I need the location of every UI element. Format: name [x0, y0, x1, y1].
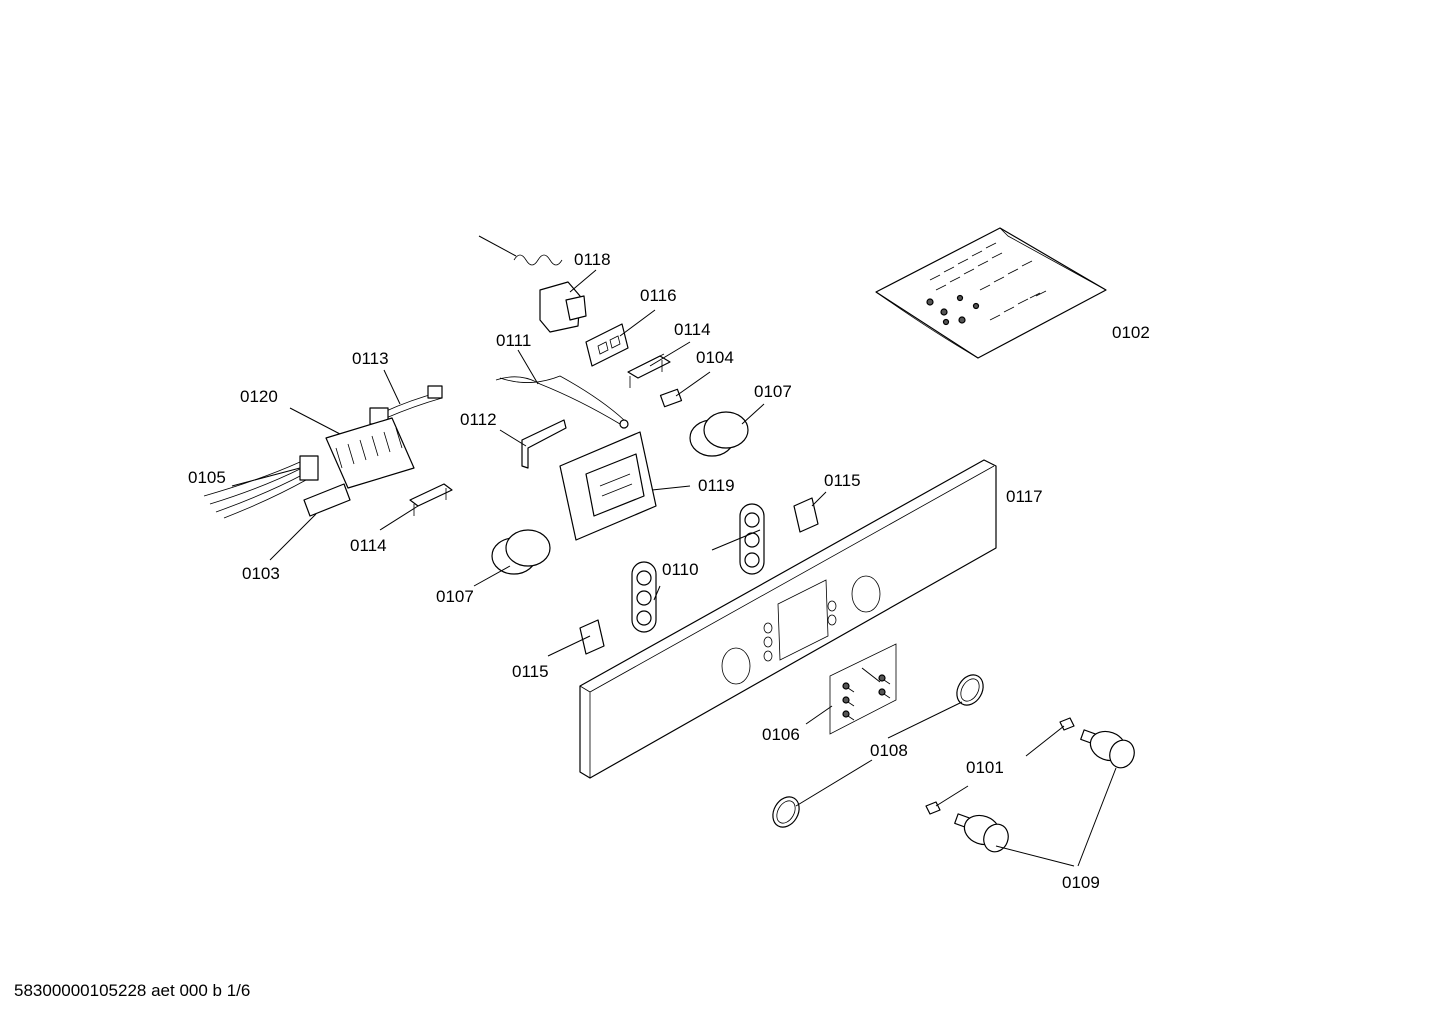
- part-0107-housing-lower: [491, 529, 551, 575]
- part-0115-switch-lower: [579, 619, 605, 655]
- part-0115-switch-upper: [793, 497, 819, 533]
- label-0106: 0106: [762, 725, 800, 744]
- label-0115-lower: 0115: [512, 662, 549, 681]
- part-0119-electronic-module: [559, 431, 657, 541]
- part-0116-bracket: [585, 323, 629, 367]
- part-0109-knob-lower: [954, 813, 1009, 853]
- label-0112: 0112: [460, 410, 497, 429]
- part-0113-connector: [369, 385, 443, 425]
- part-0110-button-strips: [631, 503, 765, 633]
- part-0120-terminal-block: [325, 417, 415, 489]
- part-0118-thermostat: [478, 235, 587, 333]
- label-0107-upper: 0107: [754, 382, 792, 401]
- part-labels: 0118 0116 0114 0104 0111 0113 0120 0112 …: [188, 250, 1150, 892]
- part-0114-clip-upper: [627, 353, 671, 388]
- label-0109: 0109: [1062, 873, 1100, 892]
- part-0108-ring-lower: [772, 796, 800, 828]
- label-0104: 0104: [696, 348, 734, 367]
- part-0103-bracket: [303, 483, 351, 517]
- label-0101: 0101: [966, 758, 1004, 777]
- label-0114-lower: 0114: [350, 536, 387, 555]
- part-0108-ring-upper: [956, 674, 984, 706]
- label-0108: 0108: [870, 741, 908, 760]
- document-code: 58300000105228 aet 000 b 1/6: [14, 981, 251, 1000]
- part-0112-bracket: [521, 419, 567, 469]
- part-0104-plug: [659, 388, 683, 408]
- leader-lines: [231, 269, 1117, 867]
- part-0106-screws: [829, 643, 897, 735]
- label-0116: 0116: [640, 286, 677, 305]
- label-0114-upper: 0114: [674, 320, 711, 339]
- label-0115-upper: 0115: [824, 471, 861, 490]
- part-0117-control-panel: [579, 459, 997, 779]
- part-0105-wires: [203, 455, 319, 519]
- part-0111-wiring: [495, 375, 629, 429]
- label-0110: 0110: [662, 560, 699, 579]
- label-0118: 0118: [574, 250, 611, 269]
- label-0113: 0113: [352, 349, 389, 368]
- label-0107-lower: 0107: [436, 587, 474, 606]
- part-0107-housing-upper: [689, 411, 749, 457]
- label-0111: 0111: [496, 331, 531, 350]
- label-0119: 0119: [698, 476, 735, 495]
- label-0102: 0102: [1112, 323, 1150, 342]
- label-0105: 0105: [188, 468, 226, 487]
- part-0114-clip-lower: [409, 483, 453, 516]
- label-0120: 0120: [240, 387, 278, 406]
- label-0117: 0117: [1006, 487, 1043, 506]
- part-0109-knob-upper: [1080, 729, 1135, 769]
- label-0103: 0103: [242, 564, 280, 583]
- part-0102-screw-bag: [875, 227, 1107, 359]
